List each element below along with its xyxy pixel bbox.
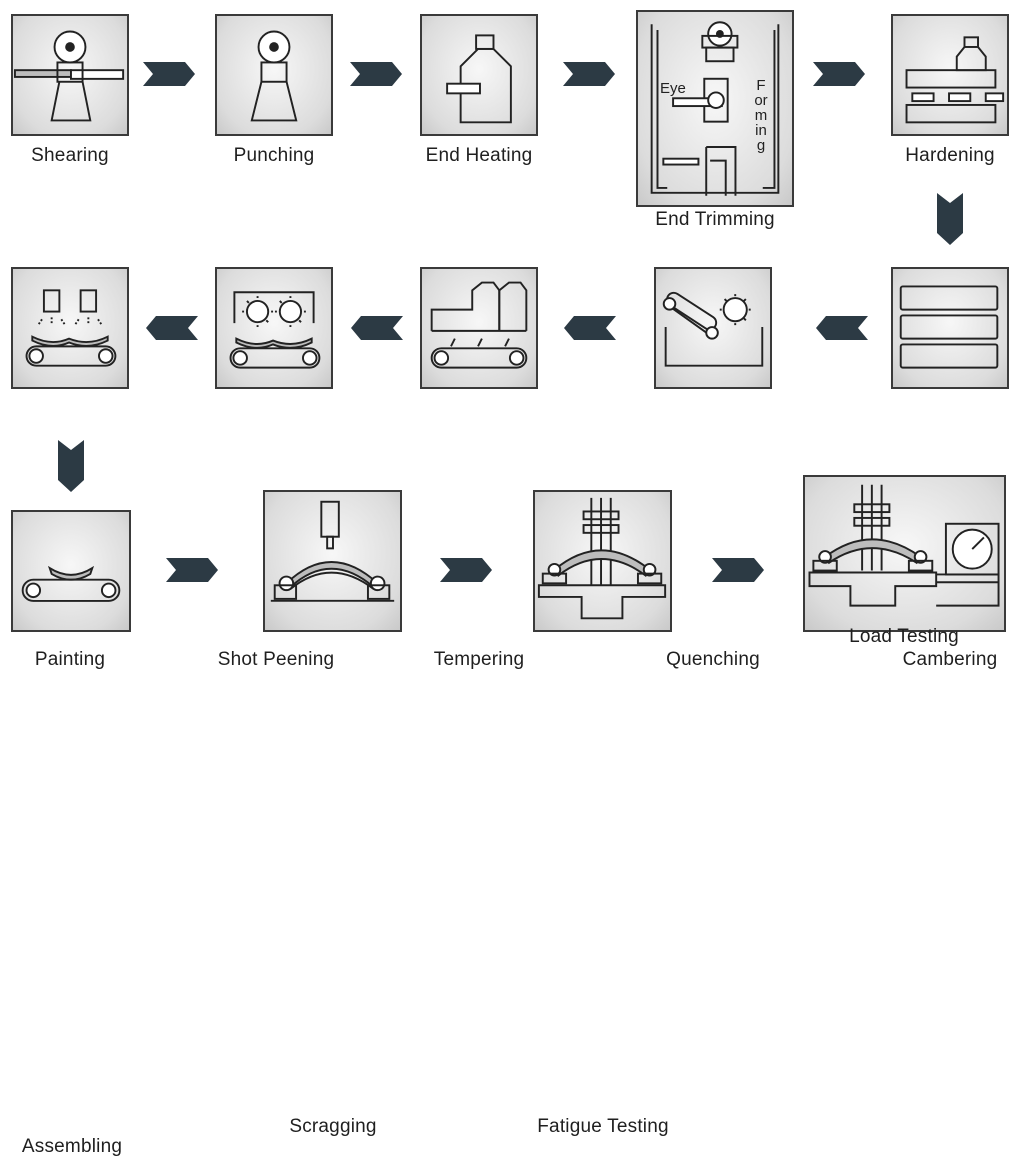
arrow-down-icon bbox=[937, 193, 963, 245]
eye-inner-label: Eye bbox=[660, 80, 686, 97]
arrow-right-icon bbox=[563, 62, 615, 86]
step-end-heating: End Heating bbox=[420, 14, 538, 166]
arrow-left-icon bbox=[816, 316, 868, 340]
step-end-trimming: Eye Forming End Trimming bbox=[636, 10, 794, 230]
step-quenching: Quenching bbox=[654, 267, 772, 670]
eye-forming-die-icon: Eye Forming bbox=[636, 10, 794, 207]
step-label: Shearing bbox=[31, 145, 109, 166]
step-label: End Heating bbox=[425, 145, 533, 166]
scragging-press-icon bbox=[263, 490, 402, 632]
cambered-leaves-icon bbox=[891, 267, 1009, 389]
step-punching: Punching bbox=[215, 14, 333, 166]
shearing-machine-icon bbox=[11, 14, 129, 136]
shot-peening-wheels-icon bbox=[215, 267, 333, 389]
arrow-right-icon bbox=[712, 558, 764, 582]
step-painting: Painting bbox=[11, 267, 129, 670]
quench-tank-conveyor-icon bbox=[654, 267, 772, 389]
arrow-left-icon bbox=[564, 316, 616, 340]
arrow-right-icon bbox=[143, 62, 195, 86]
step-label: Punching bbox=[233, 145, 315, 166]
tempering-furnace-icon bbox=[420, 267, 538, 389]
step-assembling: Assembling bbox=[11, 510, 131, 1157]
step-scragging: Scragging bbox=[263, 490, 402, 1137]
step-shot-peening: Shot Peening bbox=[215, 267, 334, 670]
step-label: Scragging bbox=[289, 1116, 377, 1137]
step-shearing: Shearing bbox=[11, 14, 129, 166]
spray-nozzles-icon bbox=[11, 267, 129, 389]
arrow-right-icon bbox=[813, 62, 865, 86]
step-hardening: Hardening bbox=[891, 14, 1009, 166]
step-tempering: Tempering bbox=[420, 267, 538, 670]
fatigue-test-rig-icon bbox=[533, 490, 672, 632]
load-test-gauge-icon bbox=[803, 475, 1006, 632]
step-label: Fatigue Testing bbox=[537, 1116, 669, 1137]
step-label: Load Testing bbox=[849, 626, 959, 647]
punching-machine-icon bbox=[215, 14, 333, 136]
step-label: Assembling bbox=[21, 1136, 123, 1157]
arrow-left-icon bbox=[146, 316, 198, 340]
step-label: Shot Peening bbox=[217, 649, 335, 670]
step-load-testing: Load Testing bbox=[803, 475, 1006, 647]
step-label: Painting bbox=[34, 649, 106, 670]
step-label: Tempering bbox=[433, 649, 525, 670]
step-label: Hardening bbox=[905, 145, 995, 166]
arrow-left-icon bbox=[351, 316, 403, 340]
step-fatigue-testing: Fatigue Testing bbox=[533, 490, 672, 1137]
furnace-icon bbox=[420, 14, 538, 136]
step-label: Quenching bbox=[666, 649, 760, 670]
hardening-furnace-icon bbox=[891, 14, 1009, 136]
arrow-down-icon bbox=[58, 440, 84, 492]
forming-inner-label: Forming bbox=[754, 77, 768, 154]
step-label: End Trimming bbox=[655, 209, 775, 230]
arrow-right-icon bbox=[440, 558, 492, 582]
step-cambering: Cambering bbox=[891, 267, 1009, 670]
step-label: Cambering bbox=[902, 649, 998, 670]
arrow-right-icon bbox=[350, 62, 402, 86]
arrow-right-icon bbox=[166, 558, 218, 582]
assembly-conveyor-icon bbox=[11, 510, 131, 632]
